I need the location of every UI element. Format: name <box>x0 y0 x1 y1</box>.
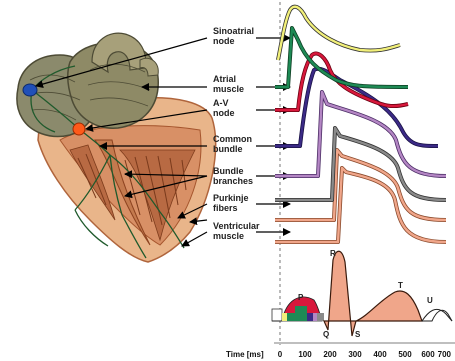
tick-0: 0 <box>278 350 283 359</box>
time-axis-title: Time [ms] <box>226 350 264 359</box>
action-potential-traces <box>275 7 446 242</box>
tick-400: 400 <box>373 350 387 359</box>
label-purkinje: Purkinje fibers <box>213 193 251 213</box>
ecg-label-r: R <box>330 249 336 258</box>
ecg-label-q: Q <box>323 330 329 339</box>
tick-100: 100 <box>298 350 312 359</box>
tick-600: 600 <box>421 350 435 359</box>
label-atrial: Atrial muscle <box>213 74 244 94</box>
tick-200: 200 <box>323 350 337 359</box>
heart-illustration <box>17 33 216 262</box>
ecg-u-wave <box>422 309 452 321</box>
av-node-marker <box>73 123 85 135</box>
ecg-label-p: P <box>298 293 304 302</box>
tick-700: 700 <box>438 350 452 359</box>
trace-ventricular <box>275 168 446 242</box>
label-sinoatrial: Sinoatrial node <box>213 26 257 46</box>
tick-500: 500 <box>398 350 412 359</box>
node-labels: Sinoatrial node Atrial muscle A-V node C… <box>213 26 262 241</box>
label-av: A-V node <box>213 98 235 118</box>
label-ventricular: Ventricular muscle <box>213 221 262 241</box>
label-common: Common bundle <box>213 134 255 154</box>
ecg-qrs-complex <box>324 251 422 336</box>
ecg-label-s: S <box>355 330 361 339</box>
label-bundle: Bundle branches <box>213 166 253 186</box>
trace-purkinje-fibers <box>275 150 446 220</box>
time-axis: Time [ms] 0 100 200 300 400 500 600 700 <box>226 343 455 359</box>
trace-atrial-muscle <box>275 28 408 87</box>
ecg-labels: P Q R S T U <box>298 249 433 339</box>
sinoatrial-node-marker <box>23 84 37 96</box>
tick-300: 300 <box>348 350 362 359</box>
ecg-label-u: U <box>427 296 433 305</box>
ecg-label-t: T <box>398 281 403 290</box>
